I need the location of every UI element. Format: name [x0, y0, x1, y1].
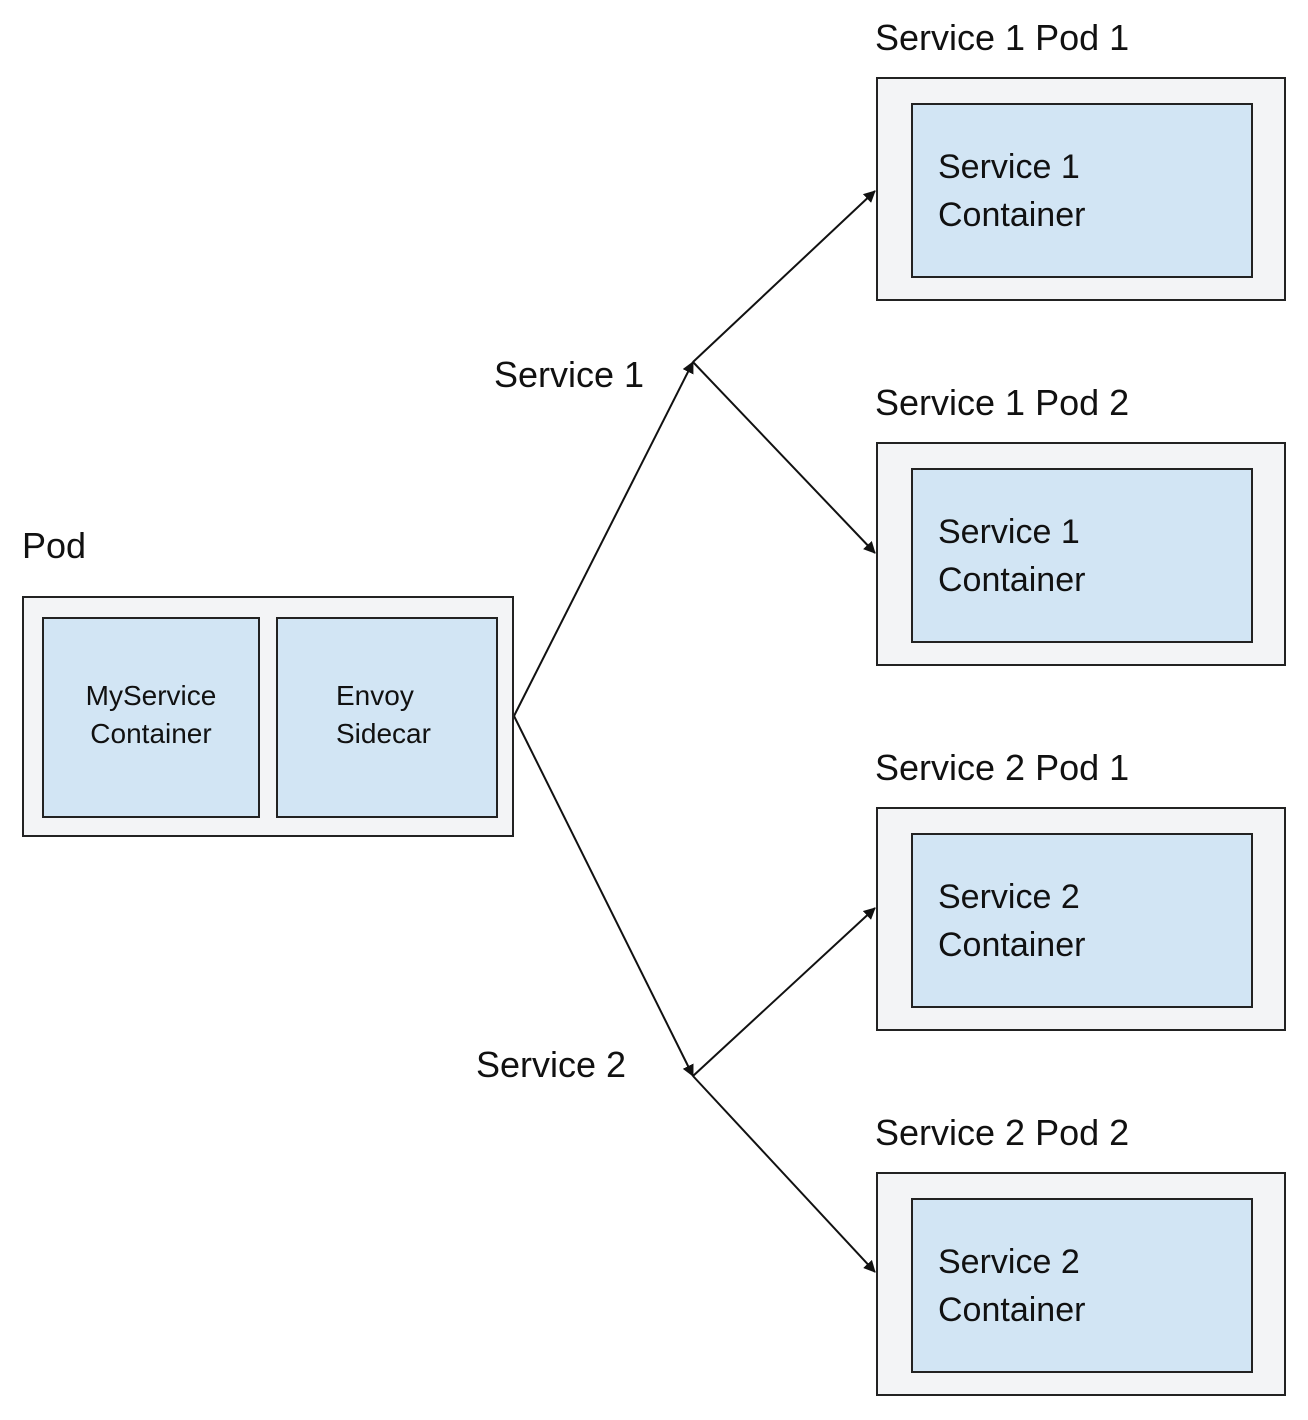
envoy-sidecar-line2: Sidecar [336, 718, 431, 749]
s1-pod-1-container: Service 1 Container [911, 103, 1253, 278]
envoy-sidecar-line1: Envoy [336, 680, 414, 711]
route-label-service-2: Service 2 [476, 1044, 627, 1085]
route-label-service-1: Service 1 [494, 354, 645, 395]
myservice-container: MyService Container [42, 617, 260, 818]
s1-pod-1-container-line1: Service 1 [938, 148, 1080, 186]
envoy-sidecar-text: Envoy Sidecar [336, 677, 496, 753]
myservice-container-text: MyService Container [44, 677, 258, 753]
s2-pod-2-container-line2: Container [938, 1291, 1086, 1329]
s2-pod-2-label: Service 2 Pod 2 [875, 1112, 1130, 1153]
s1-pod-2: Service 1 Container [876, 442, 1286, 666]
s2-pod-1-label: Service 2 Pod 1 [875, 747, 1130, 788]
s2-pod-1-container-text: Service 2 Container [938, 873, 1085, 969]
envoy-sidecar-container: Envoy Sidecar [276, 617, 498, 818]
s1-pod-2-container: Service 1 Container [911, 468, 1253, 643]
s1-pod-1: Service 1 Container [876, 77, 1286, 301]
s2-pod-1-container: Service 2 Container [911, 833, 1253, 1008]
edge-pod-to-service-1 [513, 361, 694, 717]
client-pod-label: Pod [22, 525, 87, 566]
s1-pod-1-container-text: Service 1 Container [938, 143, 1085, 239]
s2-pod-2-container-line1: Service 2 [938, 1243, 1080, 1281]
s2-pod-2: Service 2 Container [876, 1172, 1286, 1396]
s2-pod-2-container-text: Service 2 Container [938, 1238, 1085, 1334]
edge-service-1-to-s1-pod-1 [692, 190, 876, 363]
edge-service-2-to-s2-pod-2 [692, 1075, 876, 1273]
myservice-container-line1: MyService [85, 680, 217, 711]
s2-pod-1-container-line2: Container [938, 926, 1086, 964]
edge-pod-to-service-2 [513, 715, 694, 1077]
s1-pod-1-container-line2: Container [938, 196, 1086, 234]
edge-service-2-to-s2-pod-1 [692, 907, 876, 1077]
s2-pod-2-container: Service 2 Container [911, 1198, 1253, 1373]
s1-pod-2-label: Service 1 Pod 2 [875, 382, 1130, 423]
s2-pod-1-container-line1: Service 2 [938, 878, 1080, 916]
s1-pod-2-container-line1: Service 1 [938, 513, 1080, 551]
client-pod: MyService Container Envoy Sidecar [22, 596, 514, 837]
s1-pod-2-container-text: Service 1 Container [938, 508, 1085, 604]
s1-pod-2-container-line2: Container [938, 561, 1086, 599]
edge-service-1-to-s1-pod-2 [692, 361, 876, 554]
s1-pod-1-label: Service 1 Pod 1 [875, 17, 1130, 58]
myservice-container-line2: Container [90, 718, 212, 749]
s2-pod-1: Service 2 Container [876, 807, 1286, 1031]
